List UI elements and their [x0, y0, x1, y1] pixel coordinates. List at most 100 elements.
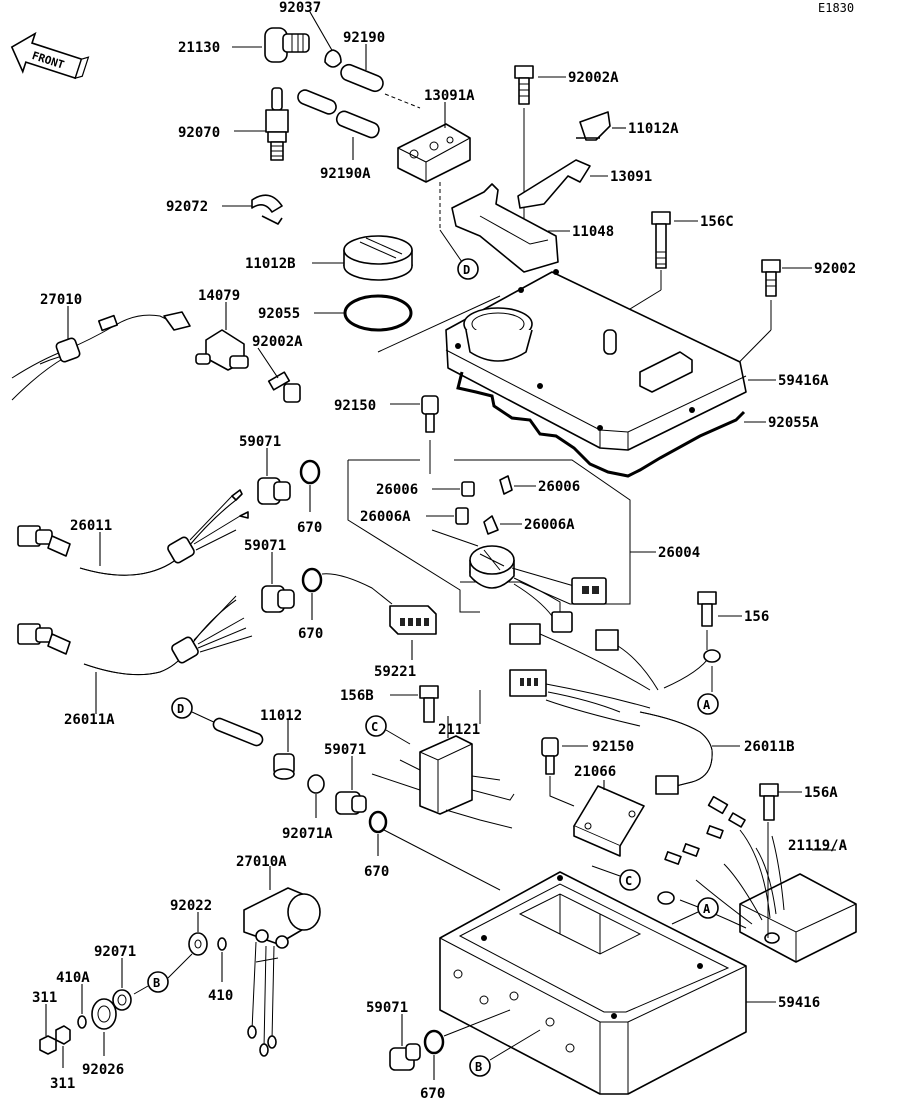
label-26004: 26004: [658, 545, 700, 561]
starter-relay-27010A: [243, 887, 321, 1057]
label-92055A: 92055A: [768, 415, 819, 431]
bolt-92150-mid: [541, 737, 559, 775]
label-156: 156: [744, 609, 769, 625]
label-26006-a: 26006: [376, 482, 418, 498]
label-13091: 13091: [610, 169, 652, 185]
fuse-box-26004: [469, 545, 607, 633]
front-arrow-icon: FRONT: [10, 31, 90, 80]
label-21119A: 21119/A: [788, 838, 848, 854]
spark-plug-cap: [264, 27, 310, 63]
harness-27010: [11, 311, 191, 401]
label-59071-b: 59071: [244, 538, 286, 554]
label-59416A: 59416A: [778, 373, 829, 389]
label-27010A: 27010A: [236, 854, 287, 870]
label-92002A-top: 92002A: [568, 70, 619, 86]
case-59416: [439, 871, 747, 1095]
label-311-a: 311: [32, 990, 57, 1006]
filler-cap-11012B: [343, 235, 413, 281]
label-26006A-b: 26006A: [524, 517, 575, 533]
bracket-11048: [451, 183, 559, 273]
fuse-26006-a: [461, 481, 475, 497]
label-410: 410: [208, 988, 233, 1004]
grommet-59071-d: [389, 1043, 421, 1071]
bolt-156: [697, 591, 717, 627]
label-670-c: 670: [364, 864, 389, 880]
ref-marker-c1: C: [371, 720, 378, 734]
ref-marker-a1: A: [703, 698, 711, 712]
label-13091A: 13091A: [424, 88, 475, 104]
cap-11012A: [576, 111, 611, 141]
label-59221: 59221: [374, 664, 416, 680]
clip-92037: [324, 49, 342, 68]
label-670-d: 670: [420, 1086, 445, 1102]
label-92150-mid: 92150: [592, 739, 634, 755]
label-92190: 92190: [343, 30, 385, 46]
label-21121: 21121: [438, 722, 480, 738]
grommet-92071A: [307, 774, 325, 794]
label-670-a: 670: [297, 520, 322, 536]
bolt-156A: [759, 783, 779, 821]
oring-670-b: [301, 567, 323, 593]
connector-59221: [389, 605, 437, 635]
ref-marker-a2: A: [703, 902, 711, 916]
grommet-59071-c: [335, 791, 367, 815]
label-26006A-a: 26006A: [360, 509, 411, 525]
label-11012A: 11012A: [628, 121, 679, 137]
oring-670-a: [299, 459, 321, 485]
grommet-59071-a: [257, 477, 291, 505]
label-11012B: 11012B: [245, 256, 296, 272]
label-14079: 14079: [198, 288, 240, 304]
tube-11012: [212, 717, 264, 747]
label-92190A: 92190A: [320, 166, 371, 182]
bolt-92002: [761, 259, 781, 297]
ref-marker-b2: B: [475, 1060, 482, 1074]
label-92037: 92037: [279, 0, 321, 16]
nut-311-a: [39, 1035, 57, 1055]
spark-plug: [265, 87, 289, 161]
label-92002: 92002: [814, 261, 856, 277]
label-26011A: 26011A: [64, 712, 115, 728]
sensor-14079: [195, 329, 249, 371]
fuse-26006A-a: [455, 507, 469, 525]
bolt-156C: [651, 211, 671, 269]
grommet-92071: [112, 989, 132, 1011]
label-59071-a: 59071: [239, 434, 281, 450]
label-92070: 92070: [178, 125, 220, 141]
washer-410: [217, 937, 227, 951]
washer-92022: [188, 932, 208, 956]
gasket-92055A: [456, 371, 746, 478]
harness-26011A: [17, 595, 253, 676]
label-92071A: 92071A: [282, 826, 333, 842]
label-11048: 11048: [572, 224, 614, 240]
label-92055: 92055: [258, 306, 300, 322]
bracket-13091: [517, 159, 591, 209]
grommet-59071-b: [261, 585, 295, 613]
bolt-92002A-top: [514, 65, 534, 105]
label-311-b: 311: [50, 1076, 75, 1092]
label-11012: 11012: [260, 708, 302, 724]
bolt-92002A-mid: [267, 371, 301, 403]
bolt-156B: [419, 685, 439, 723]
bolt-92150-top: [421, 395, 439, 433]
washer-410A: [77, 1015, 87, 1029]
label-21130: 21130: [178, 40, 220, 56]
fuse-26006A-b: [483, 515, 499, 535]
label-26011: 26011: [70, 518, 112, 534]
nut-311-b: [55, 1025, 71, 1045]
oring-670-c: [368, 810, 388, 834]
oring-670-d: [423, 1029, 445, 1055]
label-92002A-mid: 92002A: [252, 334, 303, 350]
label-92022: 92022: [170, 898, 212, 914]
cap-11012: [273, 753, 295, 780]
harness-26011B: [509, 623, 721, 795]
cover-59416A: [445, 269, 747, 451]
oring-92055: [343, 294, 413, 332]
label-156A: 156A: [804, 785, 838, 801]
boot-92026: [91, 998, 117, 1030]
label-21066: 21066: [574, 764, 616, 780]
clamp-92072: [251, 194, 283, 225]
fuse-26006-b: [499, 475, 513, 495]
ref-marker-b1: B: [153, 976, 160, 990]
diagram-code: E1830: [818, 1, 854, 15]
